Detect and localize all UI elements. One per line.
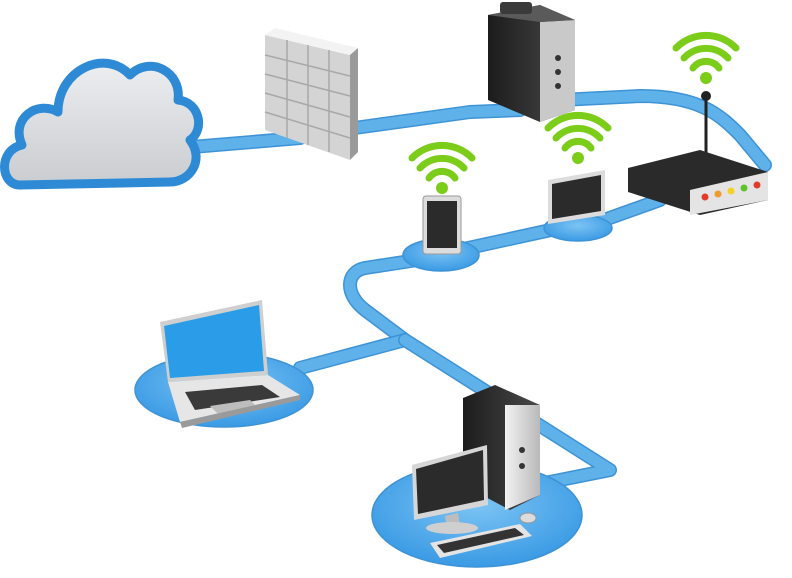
wifi-icon bbox=[672, 31, 740, 84]
firewall-icon bbox=[264, 28, 358, 160]
desktop-computer-icon bbox=[412, 385, 540, 558]
cable-junction-laptop bbox=[294, 334, 411, 374]
wireless-router-icon bbox=[628, 91, 768, 215]
wifi-icon bbox=[544, 111, 612, 164]
cloud-icon bbox=[0, 58, 203, 190]
monitor-icon bbox=[548, 170, 605, 224]
tablet-icon bbox=[422, 195, 462, 255]
cable-cloud-firewall bbox=[174, 132, 306, 154]
cable-firewall-server bbox=[334, 104, 526, 136]
cable-tablet-junction bbox=[344, 252, 436, 346]
laptop-icon bbox=[160, 300, 300, 428]
wifi-icon bbox=[408, 141, 476, 194]
server-tower-icon bbox=[488, 2, 575, 122]
wifi-signals bbox=[408, 31, 740, 194]
